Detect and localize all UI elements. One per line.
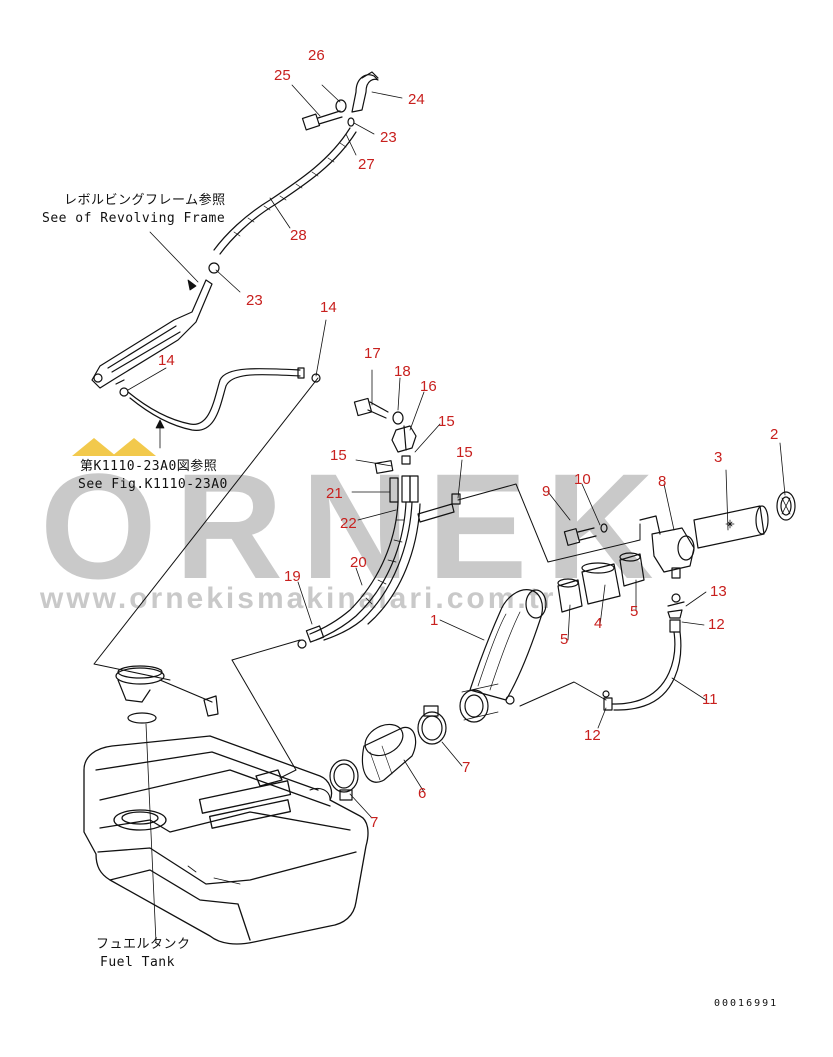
part-12-fitting-upper: [669, 619, 681, 633]
note-fuel-tank-en: Fuel Tank: [100, 955, 175, 970]
part-8-filter-body: [639, 515, 695, 579]
callout-18: 18: [394, 363, 411, 380]
callout-1: 1: [430, 612, 439, 629]
part-15-fittings: [374, 455, 461, 505]
callout-17: 17: [364, 345, 381, 362]
watermark-brand: ORNEK: [40, 442, 672, 610]
callout-12-lower: 12: [584, 727, 601, 744]
fuel-tank: [83, 735, 369, 945]
callout-21: 21: [326, 485, 343, 502]
part-11-hose: [602, 631, 682, 711]
part-16-bracket: [391, 425, 417, 453]
callout-15-right: 15: [456, 444, 473, 461]
callout-9: 9: [542, 483, 551, 500]
part-28-hose: [208, 127, 357, 274]
callout-16: 16: [420, 378, 437, 395]
part-2-cap: [776, 491, 796, 521]
leader-lines: [127, 84, 786, 943]
callout-23-lower: 23: [246, 292, 263, 309]
part-3-element: [693, 505, 769, 549]
callout-15-top: 15: [438, 413, 455, 430]
note-fuel-tank-jp: フュエルタンク: [96, 937, 191, 952]
callout-7-upper: 7: [462, 759, 471, 776]
note-fig-en: See Fig.K1110-23A0: [78, 477, 228, 492]
note-fig-jp: 第K1110-23A0図参照: [80, 459, 218, 474]
part-25-bolt: [301, 99, 355, 131]
part-24-bracket: [351, 71, 379, 113]
callout-5-left: 5: [560, 631, 569, 648]
routing-lines: [93, 377, 641, 779]
callout-3: 3: [714, 449, 723, 466]
callout-13: 13: [710, 583, 727, 600]
callout-19: 19: [284, 568, 301, 585]
callout-14-left: 14: [158, 352, 175, 369]
watermark-url: www.ornekismakinalari.com.tr: [40, 582, 557, 615]
document-number: 00016991: [714, 998, 779, 1009]
part-1-filler-pipe: [459, 589, 547, 723]
callout-4: 4: [594, 615, 603, 632]
callout-2: 2: [770, 426, 779, 443]
note-revolving-frame-jp: レボルビングフレーム参照: [64, 193, 226, 208]
watermark-accent-icon-2: [112, 438, 156, 456]
callout-27: 27: [358, 156, 375, 173]
callout-14-right: 14: [320, 299, 337, 316]
callout-28: 28: [290, 227, 307, 244]
part-17-bolt: [353, 397, 404, 425]
callout-6: 6: [418, 785, 427, 802]
callout-24: 24: [408, 91, 425, 108]
part-7-clamp-upper: [417, 705, 447, 745]
revolving-frame-bracket: [91, 279, 213, 389]
callout-25: 25: [274, 67, 291, 84]
callout-7-lower: 7: [370, 814, 379, 831]
callout-20: 20: [350, 554, 367, 571]
part-14-hose: [119, 367, 321, 431]
part-6-hose: [361, 723, 417, 783]
callout-23-top: 23: [380, 129, 397, 146]
part-9-bolt: [563, 523, 608, 546]
callout-22: 22: [340, 515, 357, 532]
part-4-sleeve: [581, 562, 621, 605]
note-revolving-frame-en: See of Revolving Frame: [42, 211, 226, 226]
part-7-clamp-lower: [329, 759, 359, 801]
callout-5-right: 5: [630, 603, 639, 620]
callout-12-upper: 12: [708, 616, 725, 633]
fuel-sender-unit: [115, 665, 219, 724]
callout-11: 11: [702, 691, 718, 708]
watermark-accent-icon: [72, 438, 116, 456]
part-5-band-right: [619, 552, 645, 587]
callout-26: 26: [308, 47, 325, 64]
part-20-hose: [309, 501, 421, 641]
part-19-clamp: [297, 625, 325, 649]
part-13-fitting: [667, 593, 685, 619]
part-21-22-tubes: [389, 475, 455, 523]
part-5-band-left: [557, 578, 583, 613]
callout-15-left: 15: [330, 447, 347, 464]
callout-10: 10: [574, 471, 591, 488]
callout-8: 8: [658, 473, 667, 490]
